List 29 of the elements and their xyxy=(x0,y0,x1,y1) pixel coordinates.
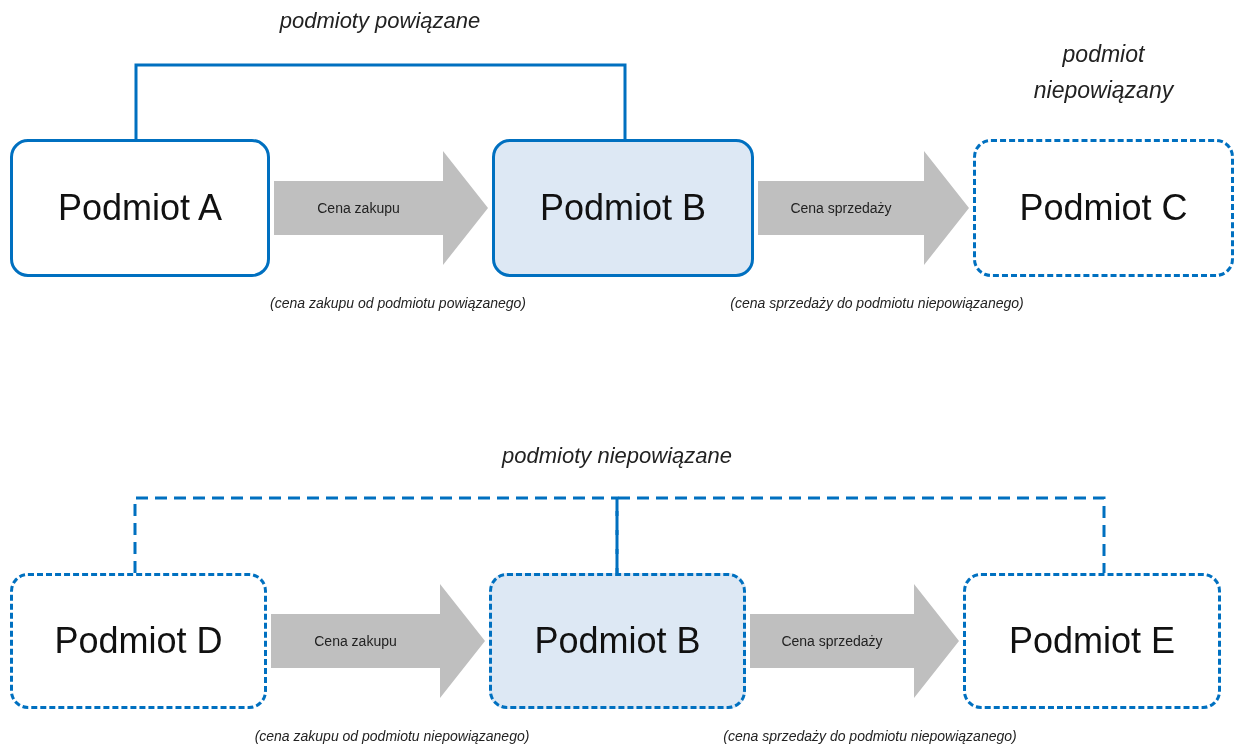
bracket-line xyxy=(615,496,1106,573)
bracket-line xyxy=(134,63,627,139)
entity-name: Podmiot B xyxy=(539,187,707,229)
group-caption: podmiot niepowiązany xyxy=(1032,40,1175,105)
block-arrow xyxy=(274,151,488,265)
entity-name: Podmiot B xyxy=(534,620,701,662)
entity-name: Podmiot A xyxy=(57,187,223,229)
entity-name: Podmiot C xyxy=(1019,187,1188,229)
group-caption: podmioty powiązane xyxy=(279,8,481,34)
block-arrow xyxy=(758,151,969,265)
entity-box xyxy=(10,573,267,709)
price-note: (cena zakupu od podmiotu powiązanego) xyxy=(269,295,527,311)
edge-label: Cena zakupu xyxy=(314,633,397,649)
entity-name: Podmiot D xyxy=(54,620,223,662)
edge-label: Cena sprzedaży xyxy=(790,200,892,216)
entity-box xyxy=(492,139,754,277)
block-arrow xyxy=(750,584,959,698)
block-arrow xyxy=(271,584,485,698)
bracket-line xyxy=(133,496,619,573)
entity-name: Podmiot E xyxy=(1008,620,1176,662)
price-note: (cena sprzedaży do podmiotu niepowiązanego) xyxy=(730,295,1024,311)
price-note: (cena sprzedaży do podmiotu niepowiązanego) xyxy=(723,728,1017,744)
group-caption: podmioty niepowiązane xyxy=(502,443,732,469)
edge-label: Cena zakupu xyxy=(317,200,400,216)
entity-box xyxy=(489,573,746,709)
edge-label: Cena sprzedaży xyxy=(781,633,883,649)
price-note: (cena zakupu od podmiotu niepowiązanego) xyxy=(254,728,530,744)
entity-box xyxy=(10,139,270,277)
entity-box xyxy=(963,573,1221,709)
